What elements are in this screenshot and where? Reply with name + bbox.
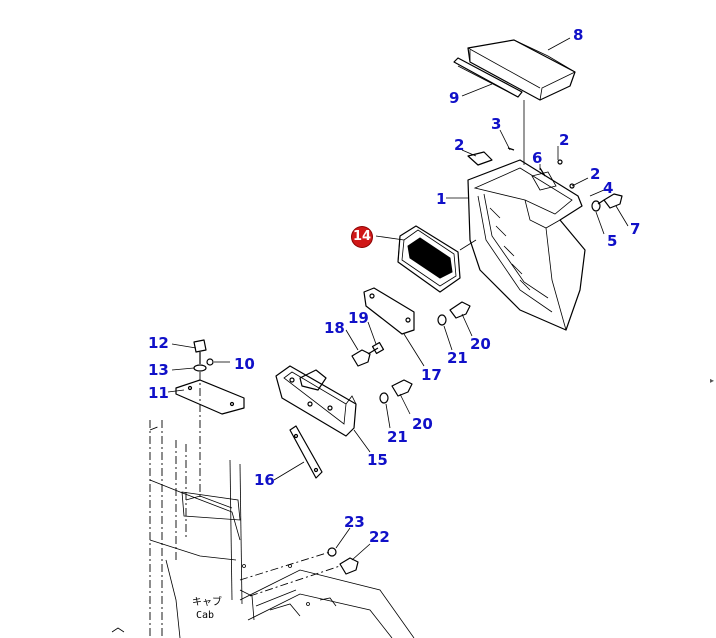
part-1-housing[interactable] (467, 159, 586, 331)
callout-2-a[interactable]: 2 (454, 136, 465, 154)
callout-3[interactable]: 3 (491, 115, 502, 133)
part-21-washer-upper[interactable] (437, 314, 447, 326)
part-16-plate[interactable] (289, 425, 323, 479)
callout-6[interactable]: 7 (630, 220, 641, 238)
part-13-washer[interactable] (193, 364, 207, 372)
callout-14[interactable]: 14 (352, 227, 372, 247)
part-8-cover[interactable] (467, 39, 576, 101)
part-5-clip[interactable] (539, 167, 546, 177)
part-2-screw-c[interactable] (569, 183, 575, 189)
part-20-bolt-upper[interactable] (449, 301, 471, 319)
scroll-edge-icon[interactable]: ▸ (710, 376, 715, 385)
callout-5[interactable]: 6 (532, 149, 543, 167)
callout-7[interactable]: 5 (607, 232, 618, 250)
callout-4[interactable]: 4 (603, 179, 614, 197)
part-11-plate[interactable] (175, 379, 245, 415)
callout-20-b[interactable]: 20 (412, 415, 433, 433)
part-15-mount-bracket[interactable] (275, 365, 357, 437)
callout-2-b[interactable]: 2 (559, 131, 570, 149)
callout-11[interactable]: 11 (148, 384, 169, 402)
part-2-screw-a[interactable] (467, 151, 493, 166)
part-9-strip[interactable] (453, 57, 523, 98)
cab-label-english: Cab (196, 610, 215, 621)
callout-15[interactable]: 15 (367, 451, 388, 469)
callout-19[interactable]: 19 (348, 309, 369, 327)
callout-1[interactable]: 1 (436, 190, 447, 208)
callout-17[interactable]: 17 (421, 366, 442, 384)
callout-12[interactable]: 12 (148, 334, 169, 352)
callout-2-c[interactable]: 2 (590, 165, 601, 183)
part-18-bolt[interactable] (351, 347, 379, 367)
part-10-nut[interactable] (206, 358, 214, 366)
callout-13[interactable]: 13 (148, 361, 169, 379)
part-17-bracket[interactable] (363, 287, 425, 367)
callout-16[interactable]: 16 (254, 471, 275, 489)
cab-structure (111, 420, 415, 638)
part-20-bolt-lower[interactable] (391, 379, 413, 397)
part-2-screw-b[interactable] (557, 159, 563, 165)
callout-21-b[interactable]: 21 (387, 428, 408, 446)
callout-9[interactable]: 9 (449, 89, 460, 107)
callout-8[interactable]: 8 (573, 26, 584, 44)
part-23-washer[interactable] (327, 547, 337, 557)
callout-21-a[interactable]: 21 (447, 349, 468, 367)
part-22-bolt[interactable] (339, 557, 359, 575)
part-12-bolt[interactable] (193, 339, 207, 364)
part-21-washer-lower[interactable] (379, 392, 389, 404)
callout-20-a[interactable]: 20 (470, 335, 491, 353)
callout-22[interactable]: 22 (369, 528, 390, 546)
part-14-controller[interactable] (397, 225, 461, 293)
part-19-washer[interactable] (371, 341, 385, 355)
callout-23[interactable]: 23 (344, 513, 365, 531)
callout-10[interactable]: 10 (234, 355, 255, 373)
callout-18[interactable]: 18 (324, 319, 345, 337)
part-7-washer[interactable] (591, 200, 601, 212)
cab-label-japanese: キャブ (192, 597, 222, 608)
